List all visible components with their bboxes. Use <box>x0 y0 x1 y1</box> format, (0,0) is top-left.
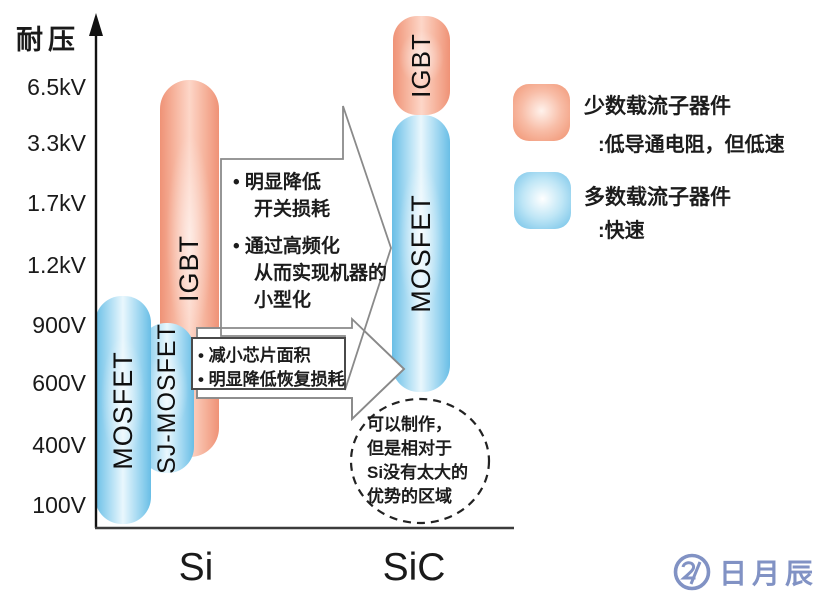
callout-line: 可以制作， <box>367 415 452 434</box>
annotation-line: 从而实现机器的 <box>254 263 388 284</box>
callout-line: 但是相对于 <box>367 439 452 458</box>
bar-si-mosfet: MOSFET <box>95 296 151 524</box>
watermark-text: 日月辰 <box>719 559 818 590</box>
callout-line: 优势的区域 <box>367 487 452 506</box>
x-category-si: Si <box>178 546 214 589</box>
bar-sic-mosfet: MOSFET <box>392 115 450 392</box>
callout-line: Si没有太大的 <box>367 463 469 482</box>
annotation-line: • 通过高频化 <box>233 236 340 257</box>
bar-si-mosfet-label: MOSFET <box>107 350 138 470</box>
bar-sic-mosfet-label: MOSFET <box>405 194 436 313</box>
y-axis-tick: 100V <box>32 492 86 518</box>
y-axis-tick: 600V <box>32 370 86 396</box>
annotation-line: • 明显降低恢复损耗 <box>198 370 345 389</box>
y-axis-tick: 1.2kV <box>27 252 86 278</box>
annotation-line: 开关损耗 <box>254 199 331 220</box>
annotation-top-arrow: • 明显降低 开关损耗 • 通过高频化 从而实现机器的 小型化 <box>233 169 387 314</box>
watermark-logo-icon <box>673 553 711 591</box>
legend-desc-majority-carrier: :快速 <box>598 220 645 242</box>
y-axis-tick: 1.7kV <box>27 190 86 216</box>
x-category-sic: SiC <box>382 546 446 589</box>
legend-desc-minority-carrier: :低导通电阻，但低速 <box>598 134 785 156</box>
y-axis-arrowhead-icon <box>89 13 103 36</box>
y-axis-tick: 3.3kV <box>27 130 86 156</box>
bar-sic-igbt-label: IGBT <box>406 33 437 98</box>
watermark: 日月辰 <box>671 551 818 593</box>
legend-title-minority-carrier: 少数载流子器件 <box>584 95 731 118</box>
y-axis-title: 耐压 <box>16 25 80 55</box>
y-axis-tick: 400V <box>32 432 86 458</box>
annotation-bottom-arrow: • 减小芯片面积 • 明显降低恢复损耗 <box>198 344 345 392</box>
bar-si-igbt-label: IGBT <box>174 234 205 303</box>
annotation-line: • 明显降低 <box>233 172 321 193</box>
y-axis-tick: 6.5kV <box>27 74 86 100</box>
legend-title-majority-carrier: 多数载流子器件 <box>584 186 731 209</box>
y-axis-tick: 900V <box>32 312 86 338</box>
bar-sic-igbt: IGBT <box>393 16 450 115</box>
bar-si-sj-mosfet-label: SJ-MOSFET <box>152 322 181 474</box>
legend-swatch-majority-carrier <box>514 172 571 229</box>
annotation-line: 小型化 <box>254 290 312 311</box>
legend-swatch-minority-carrier <box>513 84 570 141</box>
callout-text: 可以制作， 但是相对于 Si没有太大的 优势的区域 <box>367 413 468 509</box>
annotation-line: • 减小芯片面积 <box>198 346 311 365</box>
